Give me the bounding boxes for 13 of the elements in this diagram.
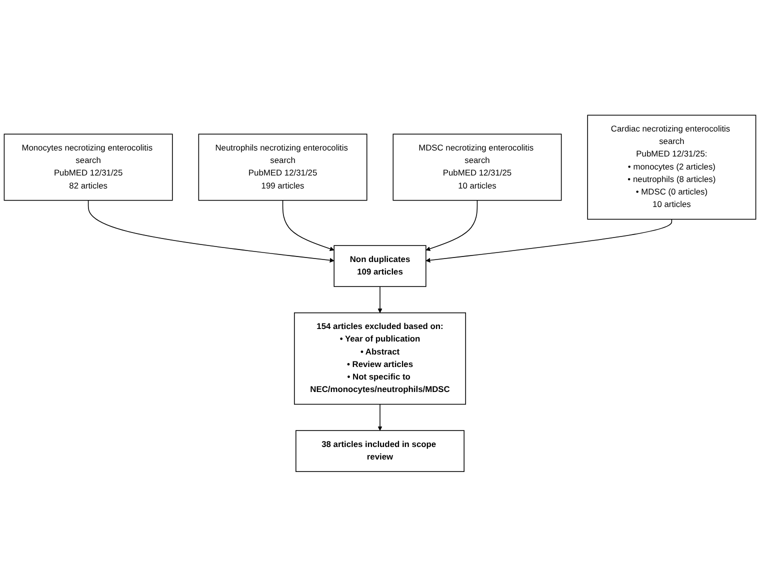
arrow xyxy=(426,219,672,263)
node-box: Neutrophils necrotizing enterocolitis search PubMED 12/31/25 199 articles xyxy=(198,134,368,201)
node-box: 38 articles included in scope review xyxy=(296,430,464,472)
arrow xyxy=(282,200,334,252)
node-box: Monocytes necrotizing enterocolitis search PubMED 12/31/25 82 articles xyxy=(4,134,173,201)
node-box: Non duplicates 109 articles xyxy=(334,245,426,288)
arrow xyxy=(426,200,478,252)
arrow xyxy=(378,286,382,314)
node-box: MDSC necrotizing enterocolitis search PubMED 12/31/25 10 articles xyxy=(392,134,562,201)
arrow xyxy=(88,200,334,263)
arrow xyxy=(378,404,382,431)
node-box: Cardiac necrotizing enterocolitis search PubMED 12/31/25: • monocytes (2 articles) • neutrophils (8 articles) • MDSC (0 articles) 10 articles xyxy=(587,114,756,220)
node-box: 154 articles excluded based on: • Year of publication • Abstract • Review articles • Not specific to NEC/monocytes/neutrophils/MDSC xyxy=(294,312,466,405)
